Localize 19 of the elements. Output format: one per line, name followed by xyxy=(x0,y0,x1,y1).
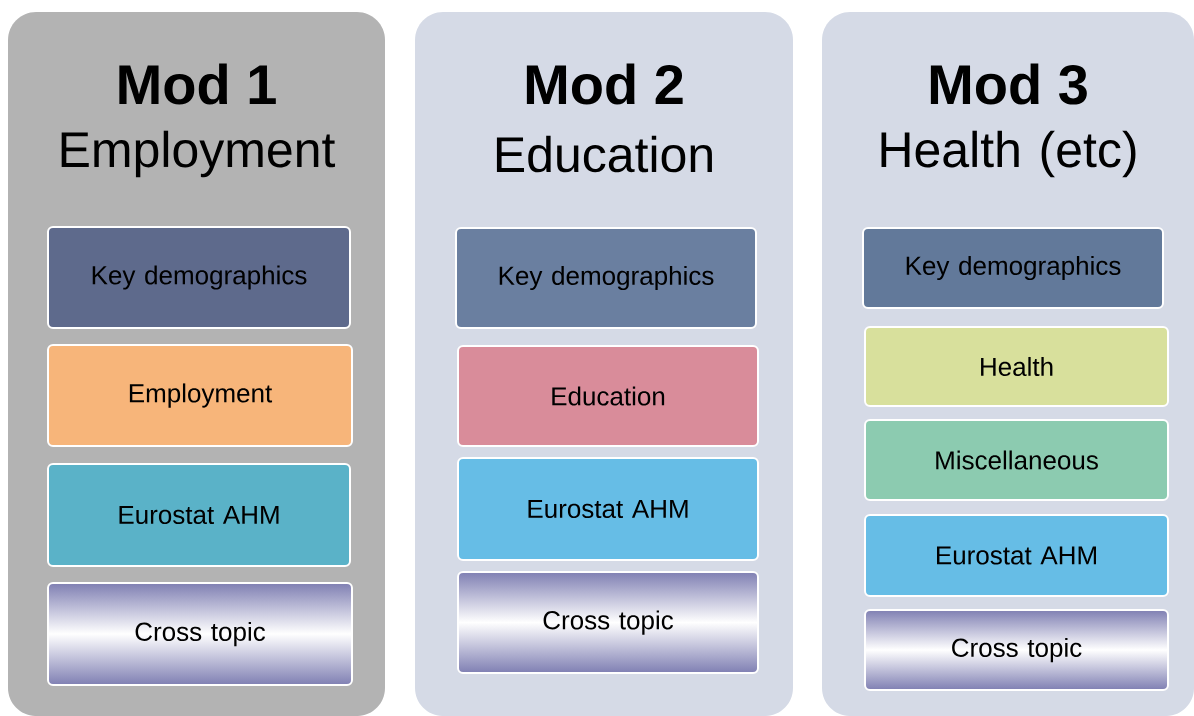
category-box: Eurostat AHM xyxy=(864,514,1169,597)
category-box: Cross topic xyxy=(864,609,1169,691)
category-box: Eurostat AHM xyxy=(457,457,759,561)
panel-subtitle: Health (etc) xyxy=(881,130,1136,178)
category-box: Employment xyxy=(47,344,353,447)
panel-title: Mod 3 xyxy=(930,63,1087,105)
category-box: Key demographics xyxy=(455,227,757,329)
category-box: Cross topic xyxy=(457,571,759,674)
panel-subtitle: Education xyxy=(496,135,712,173)
category-box: Eurostat AHM xyxy=(47,463,351,567)
category-box: Cross topic xyxy=(47,582,353,686)
category-box: Key demographics xyxy=(47,226,351,329)
category-box: Miscellaneous xyxy=(864,419,1169,501)
category-box: Health xyxy=(864,326,1169,407)
category-box: Education xyxy=(457,345,759,447)
panel-subtitle: Employment xyxy=(61,130,336,178)
category-box: Key demographics xyxy=(862,227,1164,309)
panel-title: Mod 1 xyxy=(119,63,276,105)
panel-title: Mod 2 xyxy=(526,63,683,105)
